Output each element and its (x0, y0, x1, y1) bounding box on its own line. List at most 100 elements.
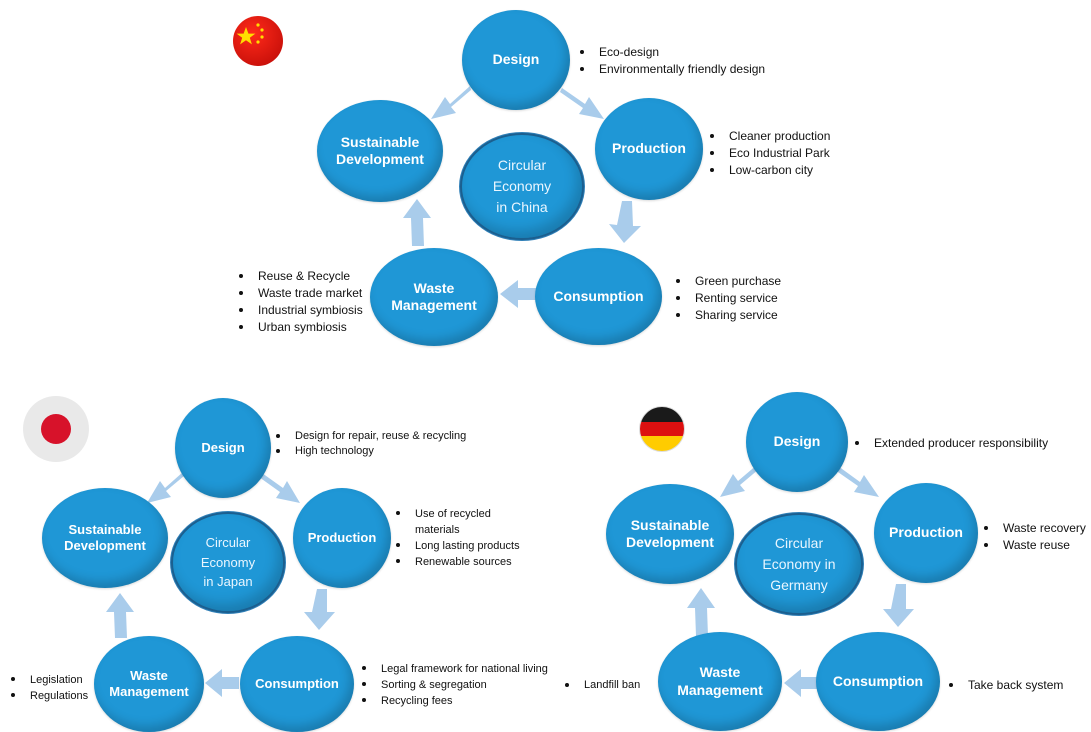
japan-production-bullets: Use of recycled materials Long lasting p… (393, 506, 520, 570)
list-item: Design for repair, reuse & recycling (273, 429, 466, 444)
japan-sustainable-label-2: Development (64, 538, 146, 553)
arrow-icon (403, 199, 431, 246)
list-item: Landfill ban (562, 677, 640, 693)
list-item: Reuse & Recycle (236, 268, 363, 285)
list-item: Cleaner production (707, 128, 830, 145)
germany-design-node: Design (746, 392, 848, 492)
china-design-label: Design (492, 51, 540, 68)
japan-consumption-label: Consumption (255, 675, 339, 691)
germany-consumption-label: Consumption (832, 672, 924, 689)
china-consumption-label: Consumption (553, 287, 644, 304)
japan-production-label: Production (307, 529, 377, 545)
list-item: Extended producer responsibility (852, 435, 1048, 452)
japan-flag-icon (23, 396, 89, 462)
china-center-line-3: in China (496, 199, 548, 215)
germany-design-label: Design (773, 433, 821, 450)
china-flag-icon (233, 16, 283, 66)
list-item: Waste recovery (981, 520, 1086, 537)
japan-center-line-3: in Japan (203, 574, 253, 590)
list-item: Legal framework for national living (359, 661, 548, 677)
germany-waste-bullets: Landfill ban (562, 677, 640, 693)
list-item: Sorting & segregation (359, 677, 548, 693)
arrow-icon (205, 669, 239, 697)
list-item: Regulations (8, 688, 88, 704)
japan-waste-label-1: Waste (130, 667, 168, 683)
japan-center-line-2: Economy (200, 554, 256, 570)
arrow-icon (835, 466, 879, 497)
arrow-icon (720, 464, 759, 497)
list-item: Renting service (673, 290, 781, 307)
list-item: Waste trade market (236, 285, 363, 302)
list-item: Urban symbiosis (236, 319, 363, 336)
china-sustainable-label-1: Sustainable (340, 133, 420, 150)
arrow-icon (106, 593, 134, 638)
list-item: Long lasting products (393, 538, 520, 554)
list-item: Recycling fees (359, 693, 548, 709)
arrow-icon (259, 473, 300, 503)
china-waste-label-2: Management (391, 297, 477, 313)
japan-design-label: Design (201, 439, 245, 455)
list-item: Green purchase (673, 273, 781, 290)
list-item: Industrial symbiosis (236, 302, 363, 319)
arrow-icon (304, 589, 335, 630)
list-item: Low-carbon city (707, 162, 830, 179)
list-item: Sharing service (673, 307, 781, 324)
japan-waste-bullets: Legislation Regulations (8, 672, 88, 704)
china-consumption-bullets: Green purchase Renting service Sharing s… (673, 273, 781, 324)
china-waste-label-1: Waste (413, 279, 455, 296)
japan-waste-label-2: Management (109, 684, 189, 699)
arrow-icon (431, 86, 471, 119)
arrow-icon (687, 588, 715, 636)
arrow-icon (784, 669, 818, 697)
china-design-bullets: Eco-design Environmentally friendly desi… (577, 44, 765, 78)
germany-center-line-3: Germany (770, 576, 828, 593)
japan-consumption-node: Consumption (240, 636, 354, 732)
japan-center-line-1: Circular (205, 535, 251, 551)
germany-waste-label-1: Waste (699, 664, 741, 680)
list-item: Use of recycled materials (393, 506, 497, 538)
china-production-bullets: Cleaner production Eco Industrial Park L… (707, 128, 830, 179)
germany-center-line-1: Circular (774, 534, 824, 551)
china-center-line-2: Economy (492, 178, 552, 194)
arrow-icon (500, 280, 536, 308)
list-item: Legislation (8, 672, 88, 688)
list-item: Environmentally friendly design (577, 61, 765, 78)
china-center-line-1: Circular (497, 157, 547, 173)
germany-production-label: Production (889, 524, 963, 541)
japan-design-node: Design (175, 398, 271, 498)
japan-sustainable-label-1: Sustainable (68, 521, 142, 537)
list-item: Waste reuse (981, 537, 1086, 554)
japan-consumption-bullets: Legal framework for national living Sort… (359, 661, 548, 709)
japan-design-bullets: Design for repair, reuse & recycling Hig… (273, 429, 466, 459)
germany-flag-icon (639, 406, 685, 452)
germany-sustainable-label-1: Sustainable (630, 516, 710, 533)
arrow-icon (560, 88, 604, 119)
china-waste-bullets: Reuse & Recycle Waste trade market Indus… (236, 268, 363, 336)
arrow-icon (147, 472, 184, 503)
china-sustainable-label-2: Development (336, 151, 424, 167)
germany-production-bullets: Waste recovery Waste reuse (981, 520, 1086, 554)
arrow-icon (609, 201, 641, 243)
germany-center-line-2: Economy in (762, 555, 836, 572)
china-design-node: Design (462, 10, 570, 110)
list-item: High technology (273, 444, 466, 459)
arrow-icon (883, 584, 914, 627)
germany-sustainable-label-2: Development (626, 534, 714, 550)
germany-waste-label-2: Management (677, 681, 763, 698)
list-item: Take back system (946, 677, 1063, 694)
germany-production-node: Production (874, 483, 978, 583)
germany-consumption-bullets: Take back system (946, 677, 1063, 694)
